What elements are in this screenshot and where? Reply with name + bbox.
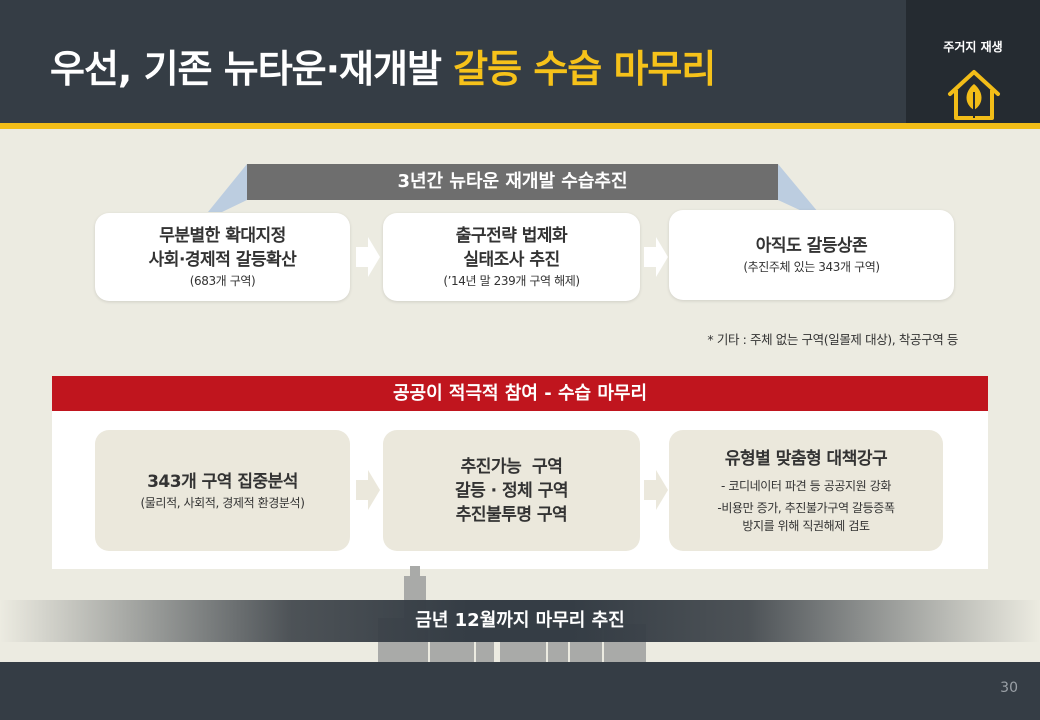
brand-label: 주거지 재생 <box>943 40 1003 54</box>
arrow-right-icon <box>356 237 380 277</box>
header-bar <box>0 0 1040 123</box>
box-sub: - 코디네이터 파견 등 공공지원 강화 <box>721 478 891 493</box>
box-line: 유형별 맞춤형 대책강구 <box>724 448 888 469</box>
box-sub: 방지를 위해 직권해제 검토 <box>742 518 870 533</box>
title-main: 우선, 기존 뉴타운·재개발 <box>50 47 454 91</box>
box-line: 추진불투명 구역 <box>455 504 568 525</box>
box-line: 무분별한 확대지정 <box>159 226 286 246</box>
box-line: 추진가능 구역 <box>460 456 563 477</box>
section2-box-1: 343개 구역 집중분석 (물리적, 사회적, 경제적 환경분석) <box>95 430 350 551</box>
arrow-right-icon <box>644 470 668 510</box>
left-bracket-wedge <box>208 164 247 212</box>
box-sub: (물리적, 사회적, 경제적 환경분석) <box>140 495 305 510</box>
arrow-right-icon <box>356 470 380 510</box>
section1-box-2: 출구전략 법제화 실태조사 추진 (’14년 말 239개 구역 해제) <box>383 213 640 301</box>
section1-box-3: 아직도 갈등상존 (추진주체 있는 343개 구역) <box>669 210 954 300</box>
brand-block: 주거지 재생 <box>906 0 1040 123</box>
right-bracket-wedge <box>778 164 818 212</box>
arrow-right-icon <box>644 237 668 277</box>
page-title: 우선, 기존 뉴타운·재개발 갈등 수습 마무리 <box>50 38 716 93</box>
box-sub: (683개 구역) <box>189 274 256 288</box>
section2-box-2: 추진가능 구역 갈등 · 정체 구역 추진불투명 구역 <box>383 430 640 551</box>
box-line: 아직도 갈등상존 <box>755 236 868 256</box>
box-line: 실태조사 추진 <box>463 250 560 270</box>
header-accent-line <box>0 123 1040 129</box>
footer-bar: 30 <box>0 662 1040 720</box>
bottom-banner: 금년 12월까지 마무리 추진 <box>0 600 1040 642</box>
box-line: 사회·경제적 갈등확산 <box>148 250 297 270</box>
box-line: 출구전략 법제화 <box>455 226 568 246</box>
section2-title-bar: 공공이 적극적 참여 - 수습 마무리 <box>52 376 988 411</box>
box-sub: (’14년 말 239개 구역 해제) <box>443 274 580 288</box>
house-leaf-icon <box>948 70 1000 120</box>
title-highlight: 갈등 수습 마무리 <box>453 47 716 91</box>
section2-box-3: 유형별 맞춤형 대책강구 - 코디네이터 파견 등 공공지원 강화 -비용만 증… <box>669 430 943 551</box>
section1-title-bar: 3년간 뉴타운 재개발 수습추진 <box>247 164 778 200</box>
section1-box-1: 무분별한 확대지정 사회·경제적 갈등확산 (683개 구역) <box>95 213 350 301</box>
box-sub: (추진주체 있는 343개 구역) <box>743 260 880 274</box>
page-number: 30 <box>1000 680 1018 696</box>
box-line: 343개 구역 집중분석 <box>147 471 298 492</box>
footnote: * 기타 : 주체 없는 구역(일몰제 대상), 착공구역 등 <box>707 332 958 347</box>
box-sub: -비용만 증가, 추진불가구역 갈등증폭 <box>717 500 895 515</box>
box-line: 갈등 · 정체 구역 <box>454 480 569 501</box>
